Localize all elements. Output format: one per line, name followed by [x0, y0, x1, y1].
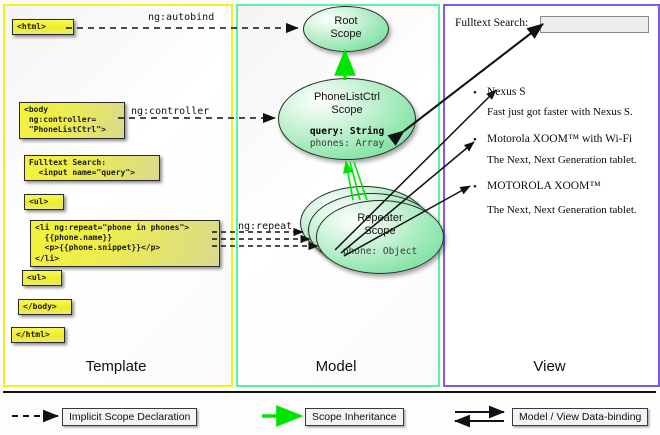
template-box-ul-close: <ul>	[22, 270, 62, 287]
column-label-template: Template	[85, 358, 147, 375]
template-box-html-open: <html>	[12, 19, 74, 36]
scope-repeater-title-2: Scope	[364, 224, 396, 237]
template-box-li-repeat: <li ng:repeat="phone in phones"> {{phone…	[30, 220, 220, 267]
template-box-html-close: </html>	[11, 327, 65, 344]
column-label-model: Model	[315, 358, 357, 375]
bullet-dot-icon: •	[473, 181, 477, 193]
legend-divider	[3, 391, 656, 393]
scope-phonelistctrl-attr-phones: phones: Array	[309, 138, 385, 150]
template-box-body-close: </body>	[18, 299, 72, 316]
scope-repeater: Repeater Scope phone: Object	[316, 200, 444, 274]
view-item-snippet: The Next, Next Generation tablet.	[487, 154, 637, 166]
view-item-name: MOTOROLA XOOM™	[487, 180, 601, 192]
edge-label-ng-controller: ng:controller	[131, 106, 210, 117]
scope-repeater-attr-phone: phone: Object	[342, 246, 418, 258]
template-box-fulltext-search: Fulltext Search: <input name="query">	[24, 155, 160, 182]
edge-label-ng-repeat: ng:repeat	[238, 221, 293, 232]
scope-root-title-1: Root	[334, 15, 358, 27]
view-item-snippet: Fast just got faster with Nexus S.	[487, 106, 633, 118]
view-search-input[interactable]	[540, 16, 649, 33]
column-label-view: View	[533, 358, 566, 375]
scope-root: Root Scope	[303, 6, 389, 52]
template-box-ul-open: <ul>	[24, 194, 64, 211]
view-pane: Fulltext Search: • Nexus S Fast just got…	[447, 8, 652, 379]
edge-label-ng-autobind: ng:autobind	[148, 12, 215, 23]
template-box-body-controller: <body ng:controller= "PhoneListCtrl">	[19, 102, 125, 139]
scope-repeater-title-1: Repeater	[357, 212, 403, 224]
legend-implicit-scope: Implicit Scope Declaration	[62, 408, 198, 426]
view-search-label: Fulltext Search:	[455, 17, 529, 29]
scope-phonelistctrl: PhoneListCtrl Scope query: String phones…	[278, 78, 416, 160]
view-item-snippet: The Next, Next Generation tablet.	[487, 204, 637, 216]
scope-root-title-2: Scope	[330, 27, 362, 40]
bullet-dot-icon: •	[473, 87, 477, 99]
scope-phonelistctrl-title-2: Scope	[331, 103, 363, 116]
view-item-name: Motorola XOOM™ with Wi-Fi	[487, 133, 633, 145]
legend-data-binding: Model / View Data-binding	[512, 408, 649, 426]
view-item-name: Nexus S	[487, 86, 526, 98]
scope-phonelistctrl-attr-query: query: String	[309, 126, 385, 138]
scope-phonelistctrl-title-1: PhoneListCtrl	[313, 91, 381, 103]
legend-scope-inheritance: Scope Inheritance	[305, 408, 404, 426]
bullet-dot-icon: •	[473, 134, 477, 146]
